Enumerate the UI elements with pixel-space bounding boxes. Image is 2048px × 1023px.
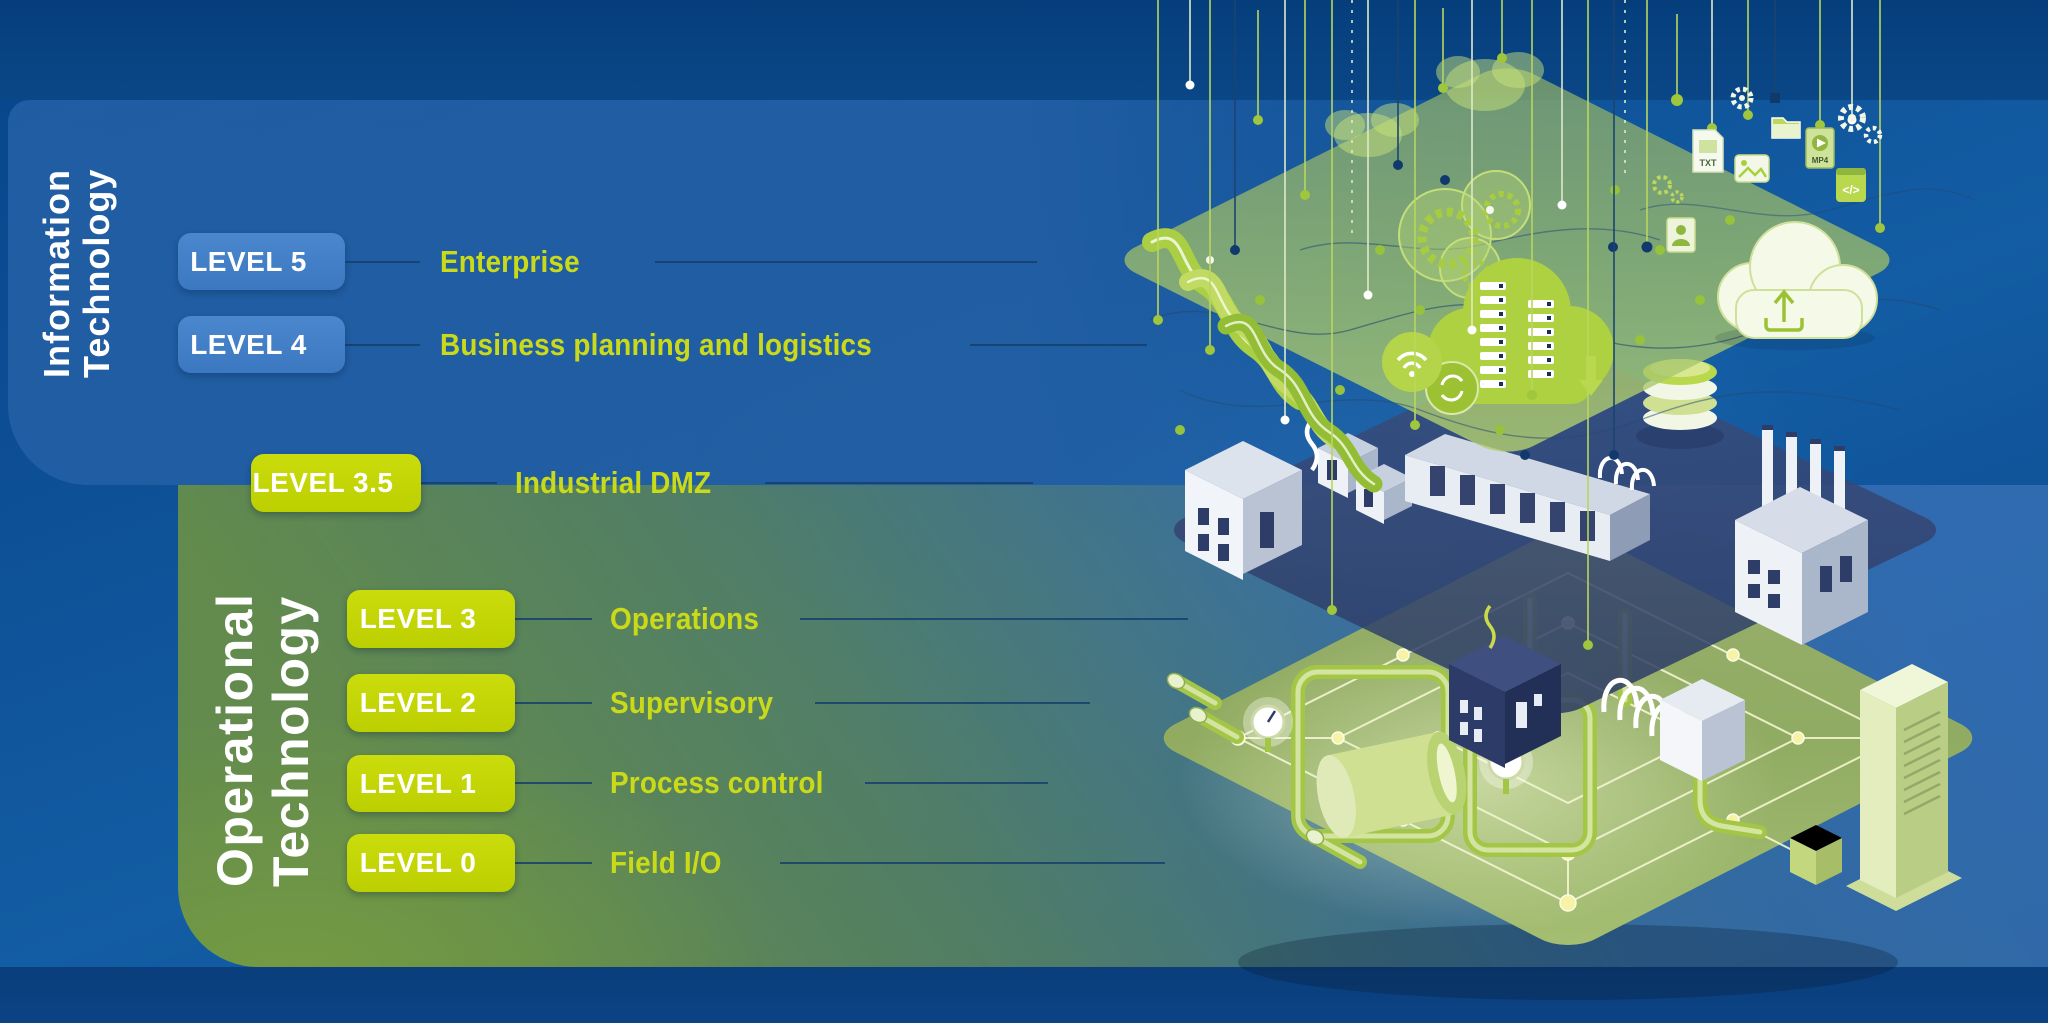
factory bbox=[1735, 425, 1868, 645]
gear-icon bbox=[1730, 86, 1754, 110]
level-1-label: Process control bbox=[610, 765, 824, 800]
gear-pair-small-icon bbox=[1652, 175, 1684, 204]
manifold-building bbox=[1601, 677, 1745, 781]
ot-section-title: Operational Technology bbox=[207, 567, 319, 887]
tank bbox=[1316, 731, 1467, 838]
ot-title-line2: Technology bbox=[263, 595, 319, 887]
server-slots bbox=[1480, 282, 1554, 388]
analytics-ribbons bbox=[1142, 228, 1383, 493]
bottom-band bbox=[0, 967, 2048, 1023]
field-equipment-layer bbox=[1163, 531, 1973, 1000]
squiggle-pipe bbox=[1304, 418, 1320, 472]
level-3-5-label: Industrial DMZ bbox=[515, 465, 712, 500]
it-title-line2: Technology bbox=[76, 168, 118, 378]
level-4-badge: LEVEL 4 bbox=[178, 316, 345, 373]
scatter-dots bbox=[1175, 175, 1735, 460]
level-0-label: Field I/O bbox=[610, 845, 722, 880]
plant-buildings-layer bbox=[1173, 346, 1937, 781]
warehouse-pipe-rack bbox=[1597, 455, 1656, 491]
txt-file-icon: TXT bbox=[1692, 129, 1724, 173]
level-5-badge: LEVEL 5 bbox=[178, 233, 345, 290]
gear-cloud bbox=[1398, 170, 1531, 299]
drop-line-dots bbox=[1153, 53, 1885, 650]
small-clouds bbox=[1325, 52, 1544, 157]
gear-pair-icon bbox=[1838, 104, 1883, 145]
upload-arrow-icon bbox=[1764, 289, 1804, 332]
level-3-badge: LEVEL 3 bbox=[347, 590, 515, 648]
enterprise-cloud-layer bbox=[1124, 52, 1976, 493]
controller-cabinet bbox=[1846, 664, 1962, 911]
ot-title-line1: Operational bbox=[207, 592, 263, 887]
level-0-badge: LEVEL 0 bbox=[347, 834, 515, 892]
down-arrow bbox=[1579, 356, 1603, 396]
svg-text:MP4: MP4 bbox=[1812, 156, 1829, 165]
navy-building bbox=[1449, 604, 1561, 768]
level-5-label: Enterprise bbox=[440, 244, 580, 279]
person-icon bbox=[1666, 217, 1696, 253]
level-3-5-badge: LEVEL 3.5 bbox=[251, 454, 421, 512]
svg-text:TXT: TXT bbox=[1700, 158, 1718, 168]
upload-cloud bbox=[1715, 221, 1878, 350]
level-2-label: Supervisory bbox=[610, 685, 774, 720]
floating-icons: TXT MP4 bbox=[1652, 86, 1883, 253]
top-band bbox=[0, 0, 2048, 100]
data-drop-lines bbox=[1153, 0, 1885, 650]
folder-icon bbox=[1771, 117, 1801, 139]
mp4-file-icon: MP4 bbox=[1805, 127, 1835, 169]
svg-text:</>: </> bbox=[1842, 183, 1859, 197]
level-1-badge: LEVEL 1 bbox=[347, 755, 515, 812]
gauge-1 bbox=[1243, 697, 1293, 752]
level-3-label: Operations bbox=[610, 601, 760, 636]
image-icon bbox=[1734, 154, 1770, 183]
connector-lines bbox=[337, 261, 1188, 864]
level-2-badge: LEVEL 2 bbox=[347, 674, 515, 732]
it-section-title: Information Technology bbox=[36, 148, 118, 378]
it-title-line1: Information bbox=[36, 169, 77, 378]
level-4-label: Business planning and logistics bbox=[440, 327, 872, 362]
code-icon: </> bbox=[1836, 168, 1866, 202]
server-cloud bbox=[1425, 258, 1614, 415]
office-building bbox=[1185, 441, 1302, 580]
wifi-globe bbox=[1382, 332, 1442, 392]
field-junction-box bbox=[1790, 825, 1842, 885]
